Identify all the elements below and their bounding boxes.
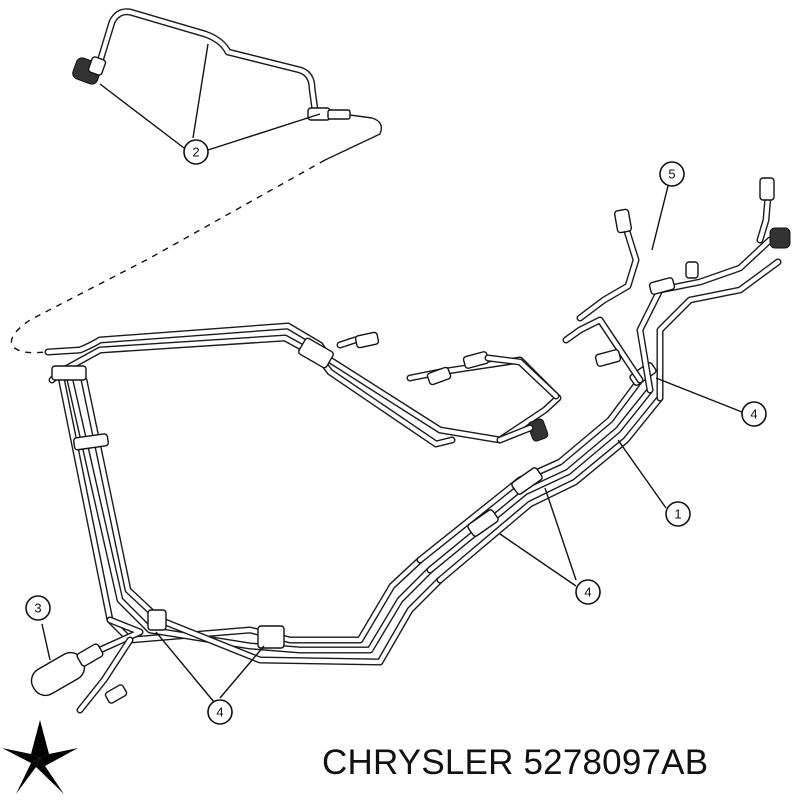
hose-end-fitting bbox=[104, 684, 128, 704]
svg-text:5: 5 bbox=[668, 167, 675, 182]
callout-4-lower: 4 bbox=[207, 699, 233, 725]
clip-lower-mid bbox=[257, 625, 285, 649]
fitting-front-mid bbox=[648, 277, 676, 295]
svg-text:4: 4 bbox=[584, 585, 591, 600]
front-line-assembly bbox=[562, 177, 791, 402]
fitting-front-left bbox=[613, 208, 633, 234]
fitting-front-block bbox=[769, 227, 791, 249]
dashed-connector bbox=[10, 159, 326, 354]
clip-left-top bbox=[51, 365, 87, 381]
svg-text:3: 3 bbox=[34, 601, 41, 616]
svg-text:2: 2 bbox=[192, 145, 199, 160]
rear-line-fitting-left bbox=[72, 56, 107, 85]
callout-5: 5 bbox=[659, 161, 685, 187]
center-fittings bbox=[336, 331, 560, 444]
svg-text:4: 4 bbox=[750, 407, 757, 422]
leader-lines bbox=[41, 43, 743, 703]
fitting-center-2 bbox=[426, 366, 452, 386]
fitting-front-upper bbox=[685, 261, 699, 279]
rear-line-assembly bbox=[72, 8, 383, 161]
rear-line-fitting-right bbox=[307, 107, 351, 121]
fitting-center-4 bbox=[527, 418, 549, 442]
callout-1: 1 bbox=[665, 501, 691, 527]
clip-lower-left bbox=[147, 609, 167, 631]
callout-3: 3 bbox=[25, 595, 51, 621]
left-line-bundle bbox=[44, 322, 562, 666]
callout-4-right: 4 bbox=[741, 401, 767, 427]
main-line-bundle bbox=[416, 362, 664, 584]
lower-left-hose bbox=[30, 609, 285, 714]
clip-main-2 bbox=[467, 509, 499, 537]
fitting-front-lower bbox=[594, 349, 622, 367]
svg-text:4: 4 bbox=[216, 705, 223, 720]
clip-left-mid bbox=[73, 433, 109, 451]
part-number-caption: CHRYSLER 5278097AB bbox=[322, 743, 709, 782]
clip-upper-bundle bbox=[298, 337, 334, 369]
clip-main-1 bbox=[511, 467, 543, 495]
callout-2: 2 bbox=[183, 139, 209, 165]
fitting-center-1 bbox=[354, 331, 380, 349]
callout-4-mid: 4 bbox=[575, 579, 601, 605]
fitting-front-right bbox=[759, 177, 775, 201]
hose-fitting bbox=[30, 643, 104, 697]
pentastar-icon bbox=[2, 720, 78, 794]
svg-text:1: 1 bbox=[674, 507, 681, 522]
